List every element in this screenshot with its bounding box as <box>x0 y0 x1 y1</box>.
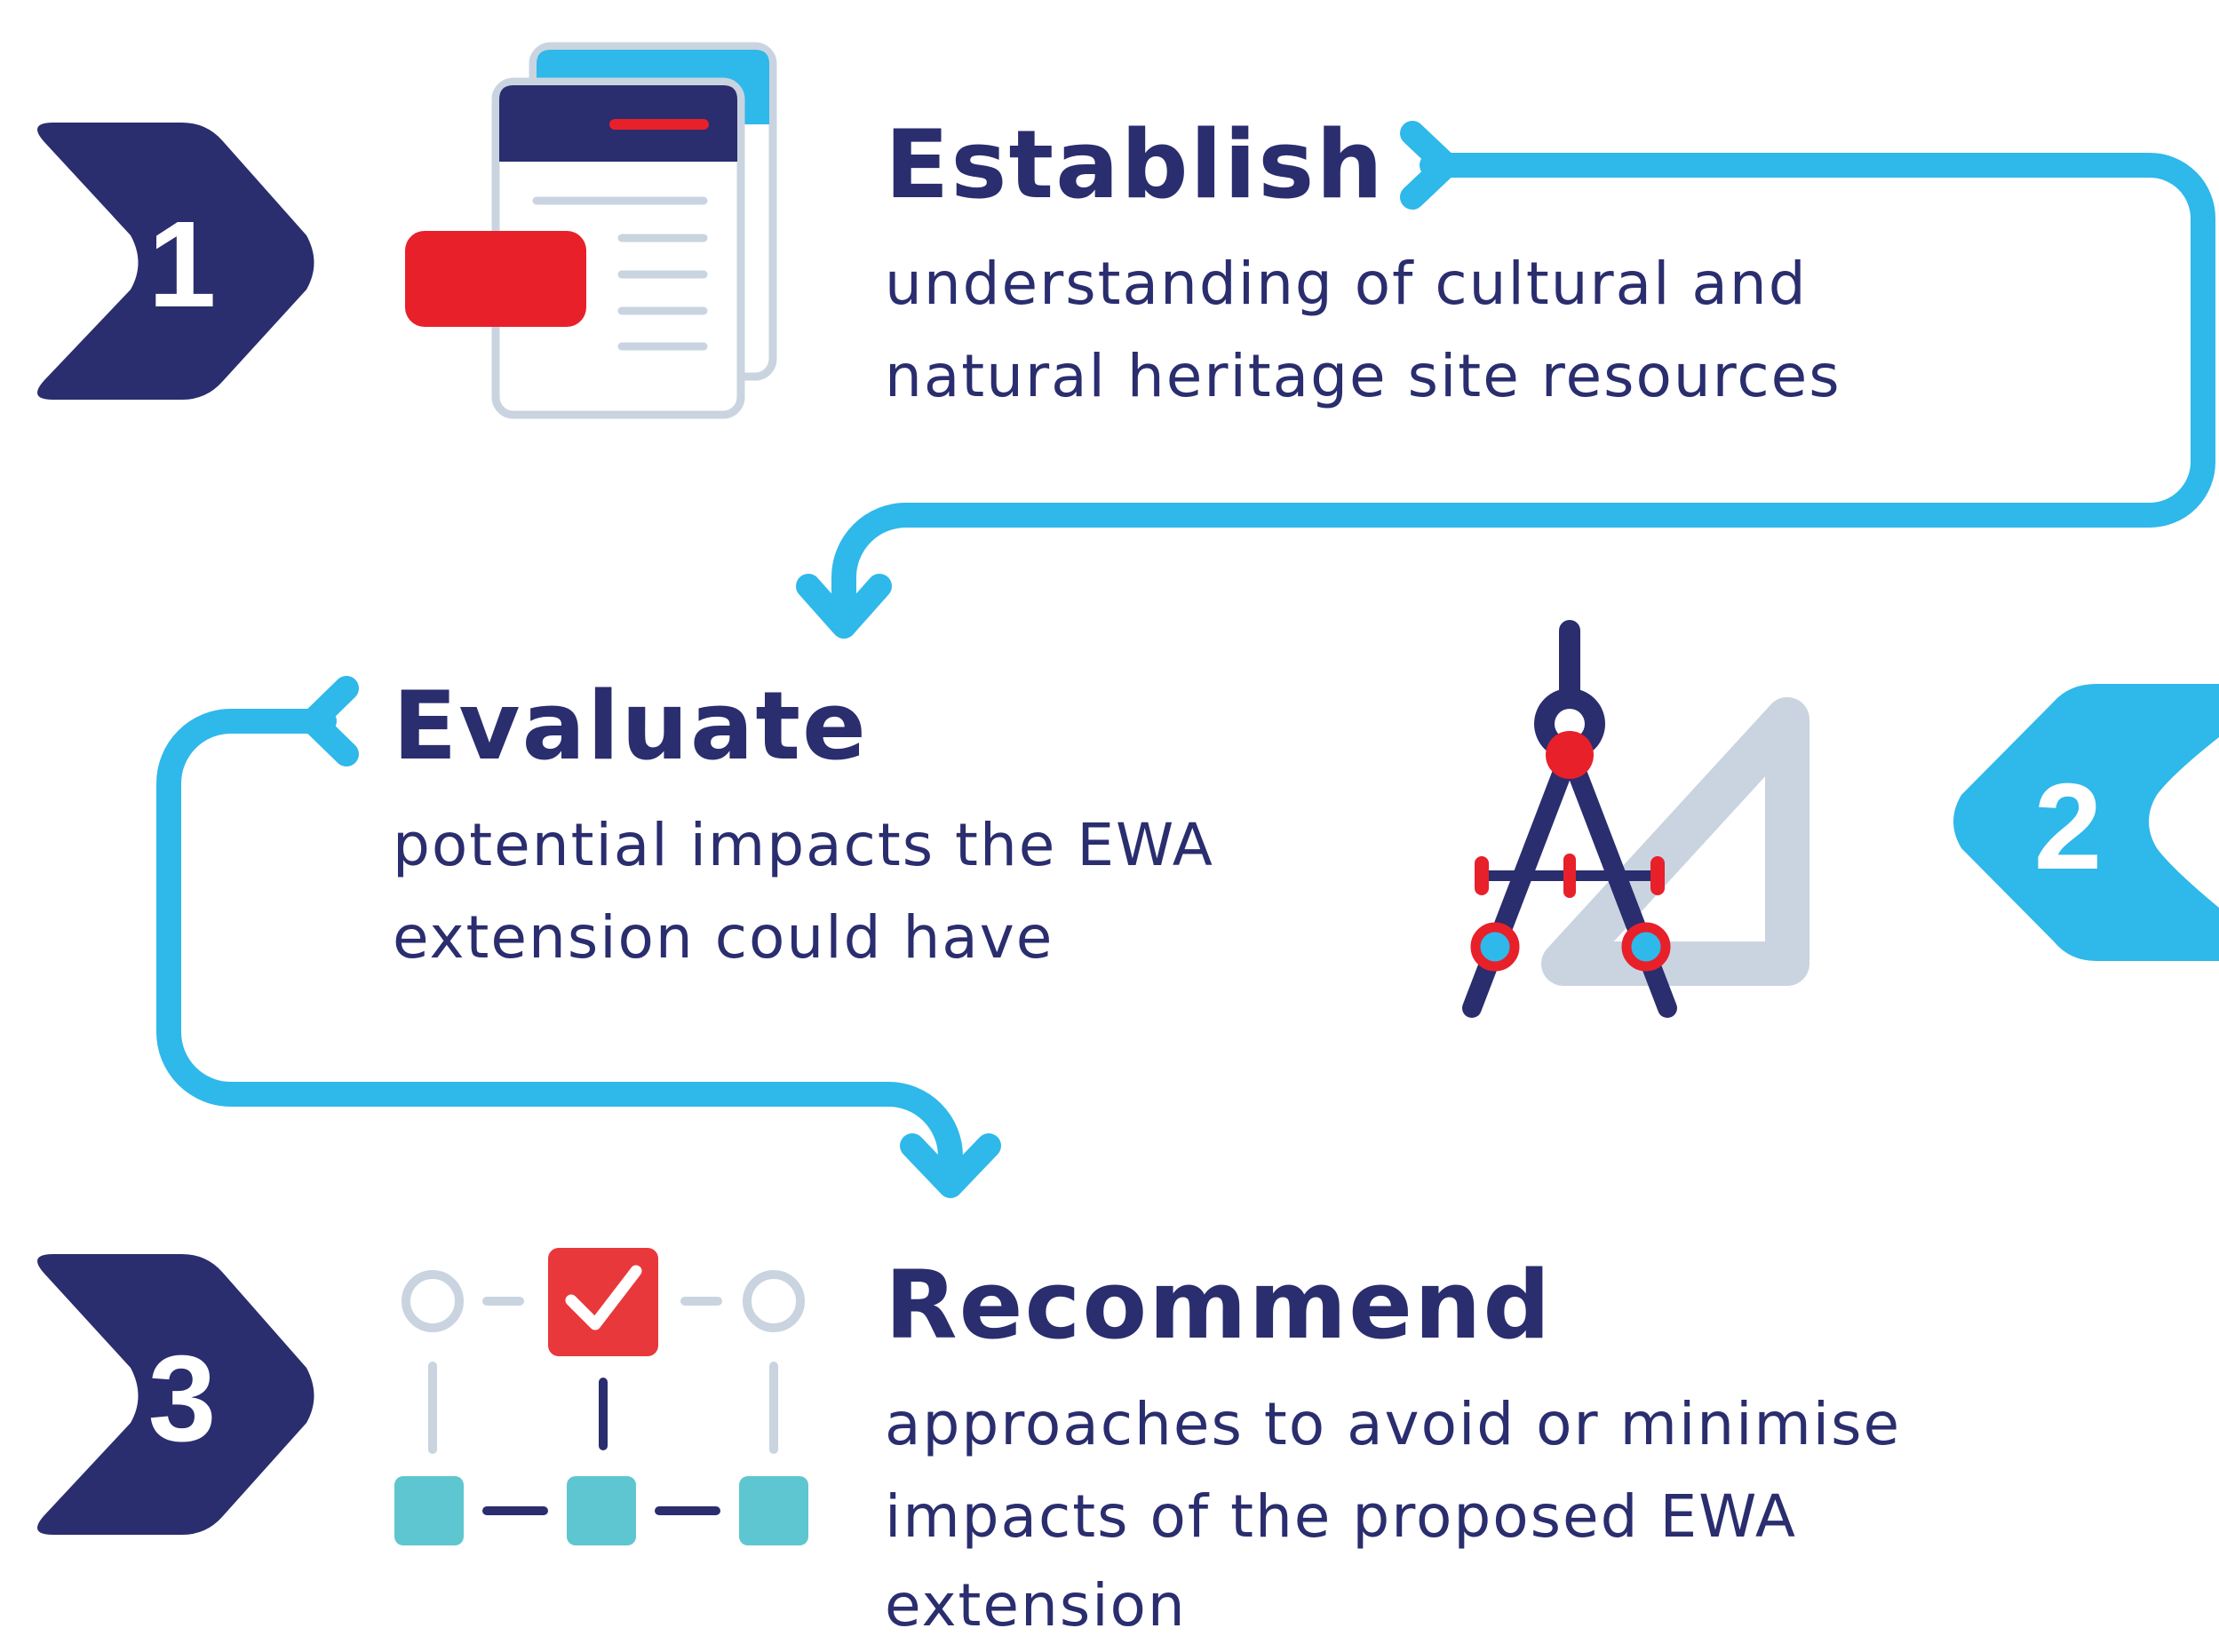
step-3-title: Recommend <box>885 1251 1553 1360</box>
step-3-number: 3 <box>148 1330 217 1467</box>
step-1-description-line-2: natural heritage site resources <box>885 342 1841 410</box>
step-2-description-line-1: potential impacts the EWA <box>393 811 1214 879</box>
step-3-chevron: 3 <box>37 1254 314 1535</box>
step-3-description-line-1: approaches to avoid or minimise <box>885 1390 1902 1458</box>
step-2-description-line-2: extension could have <box>393 903 1054 972</box>
documents-icon <box>405 42 777 419</box>
compass-ruler-icon <box>1462 620 1809 1018</box>
step-1-title: Establish <box>885 110 1385 219</box>
step-1-chevron: 1 <box>37 123 314 400</box>
step-3-description-line-2: impacts of the proposed EWA <box>885 1482 1797 1551</box>
step-2-number: 2 <box>2034 758 2103 895</box>
step-2-chevron: 2 <box>1953 684 2219 961</box>
step-2-title: Evaluate <box>393 671 868 781</box>
connector-arrow-1-to-2 <box>796 121 2215 639</box>
step-1-number: 1 <box>148 196 217 333</box>
step-3-description-line-3: extension <box>885 1571 1187 1640</box>
step-1-description-line-1: understanding of cultural and <box>885 250 1808 318</box>
decision-tree-icon <box>394 1248 808 1545</box>
connector-arrow-2-to-3 <box>156 676 1001 1198</box>
